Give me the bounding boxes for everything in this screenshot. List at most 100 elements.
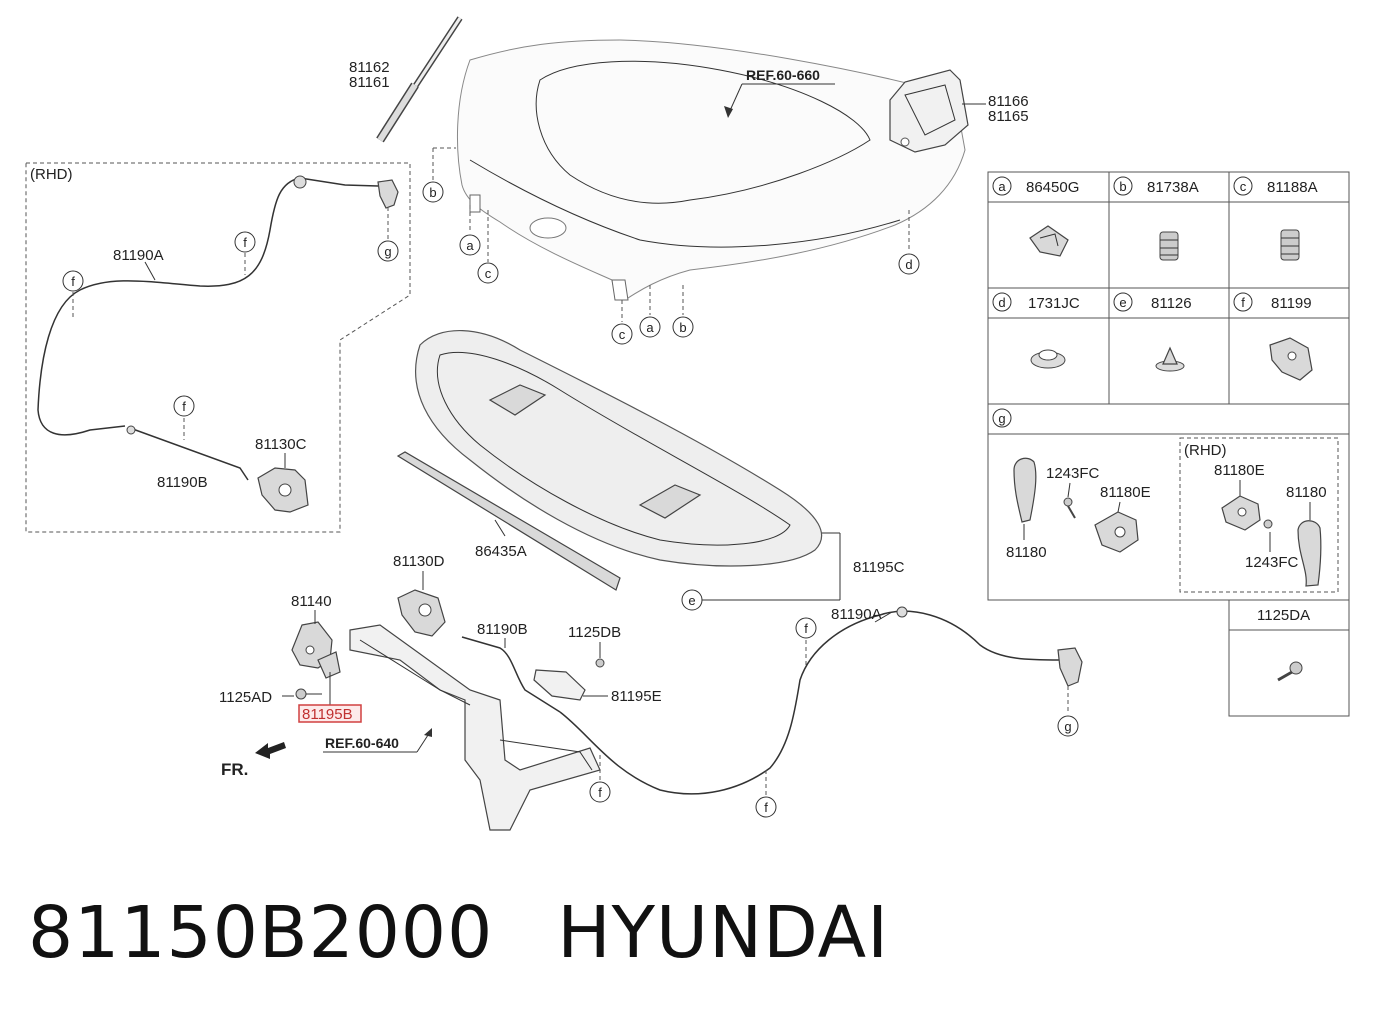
svg-text:g: g (1064, 719, 1071, 734)
table-header-b: b 81738A (1113, 176, 1199, 196)
svg-text:f: f (71, 274, 75, 289)
svg-text:81188A: 81188A (1267, 179, 1318, 196)
callout-f: f (234, 231, 256, 253)
table-header-d: d 1731JC (992, 292, 1080, 312)
svg-text:a: a (466, 238, 474, 253)
callout-f: f (755, 796, 777, 818)
callout-f: f (795, 617, 817, 639)
label-81161: 81161 (349, 74, 390, 91)
ref-frame-leader (323, 728, 432, 753)
svg-text:81738A: 81738A (1147, 179, 1199, 196)
callout-d: d (898, 253, 920, 275)
hood-release-handle-lhd (1057, 647, 1083, 687)
label-81190b: 81190B (477, 621, 528, 638)
callout-a: a (639, 316, 661, 338)
g-label-81180e: 81180E (1100, 484, 1151, 501)
ref-frame: REF.60-640 (325, 735, 399, 751)
label-1125ad: 1125AD (219, 689, 272, 706)
callout-b: b (672, 316, 694, 338)
label-81165: 81165 (988, 108, 1029, 125)
svg-text:e: e (688, 593, 695, 608)
brand-name: HYUNDAI (557, 891, 890, 974)
label-81190a-rhd: 81190A (113, 247, 164, 264)
svg-text:81126: 81126 (1151, 295, 1192, 312)
svg-text:f: f (1241, 295, 1245, 310)
callout-g: g (377, 240, 399, 262)
rhd-handle-bracket-icon (1221, 495, 1261, 531)
label-81140: 81140 (291, 593, 332, 610)
g-rhd-label-1243fc: 1243FC (1245, 554, 1299, 571)
label-81130c: 81130C (255, 436, 307, 453)
g-rhd-label-81180e: 81180E (1214, 462, 1265, 479)
highlight-box-81195b (298, 704, 362, 723)
rhd-region-label: (RHD) (30, 166, 73, 183)
svg-text:f: f (182, 399, 186, 414)
callout-f: f (589, 781, 611, 803)
label-81195b-highlighted: 81195B (302, 706, 353, 723)
svg-text:g: g (998, 411, 1005, 426)
svg-text:g: g (384, 244, 391, 259)
svg-text:86450G: 86450G (1026, 179, 1079, 196)
callout-c: c (477, 262, 499, 284)
rhd-hood-release-handle (377, 179, 399, 209)
label-81190b-rhd: 81190B (157, 474, 208, 491)
hood-bracket-81166 (889, 69, 969, 153)
bumper-81738a-icon (1159, 231, 1179, 261)
hood-insulator-pad (415, 329, 823, 567)
hood-weatherstrip (396, 451, 621, 591)
svg-text:f: f (598, 785, 602, 800)
hood-release-handle-81180-icon (1013, 457, 1037, 523)
label-81130d: 81130D (393, 553, 445, 570)
ref-hood: REF.60-660 (746, 67, 820, 83)
hood-panel (456, 39, 966, 301)
callout-b: b (422, 181, 444, 203)
bolt-1125ad (295, 688, 322, 700)
callout-f: f (173, 395, 195, 417)
g-rhd-label-81180: 81180 (1286, 484, 1327, 501)
svg-text:a: a (998, 179, 1006, 194)
callout-c: c (611, 323, 633, 345)
svg-text:81199: 81199 (1271, 295, 1312, 312)
rhd-release-handle-icon (1297, 520, 1322, 587)
bumper-81188a-icon (1280, 229, 1300, 261)
front-label: FR. (221, 760, 248, 779)
rhd-region-outline (25, 162, 411, 533)
label-81162: 81162 (349, 59, 390, 76)
table-header-f: f 81199 (1233, 292, 1312, 312)
rhd-subregion-outline (1179, 437, 1339, 593)
front-arrow (255, 742, 286, 759)
ref-hood-leader (724, 83, 835, 118)
label-86435a: 86435A (475, 543, 527, 560)
table-header-c: c 81188A (1233, 176, 1318, 196)
cable-bracket-81195e (533, 658, 605, 701)
clip-81199-icon (1269, 337, 1313, 381)
label-1125db: 1125DB (568, 624, 621, 641)
label-81195e: 81195E (611, 688, 662, 705)
svg-text:b: b (1119, 179, 1126, 194)
svg-text:f: f (804, 621, 808, 636)
label-81195c: 81195C (853, 559, 905, 576)
svg-text:c: c (619, 327, 626, 342)
svg-text:1731JC: 1731JC (1028, 295, 1080, 312)
rhd-bolt-icon (1263, 519, 1273, 529)
table-header-g: g (992, 408, 1012, 428)
svg-text:a: a (646, 320, 654, 335)
hood-latch-81130d (397, 589, 446, 637)
svg-text:b: b (429, 185, 436, 200)
g-label-1243fc: 1243FC (1046, 465, 1100, 482)
rhd-subregion-label: (RHD) (1184, 442, 1227, 459)
hood-latch-bracket-81140 (291, 621, 341, 679)
table-header-e: e 81126 (1113, 292, 1192, 312)
svg-text:f: f (243, 235, 247, 250)
handle-bracket-81180e-icon (1094, 511, 1139, 553)
callout-a: a (459, 234, 481, 256)
hood-lift-strut (376, 16, 463, 143)
svg-text:c: c (485, 266, 492, 281)
table-header-a: a 86450G (992, 176, 1079, 196)
g-label-81180: 81180 (1006, 544, 1047, 561)
svg-text:e: e (1119, 295, 1126, 310)
svg-text:d: d (905, 257, 912, 272)
part-number: 81150B2000 (28, 891, 494, 974)
svg-text:b: b (679, 320, 686, 335)
svg-text:c: c (1240, 179, 1247, 194)
